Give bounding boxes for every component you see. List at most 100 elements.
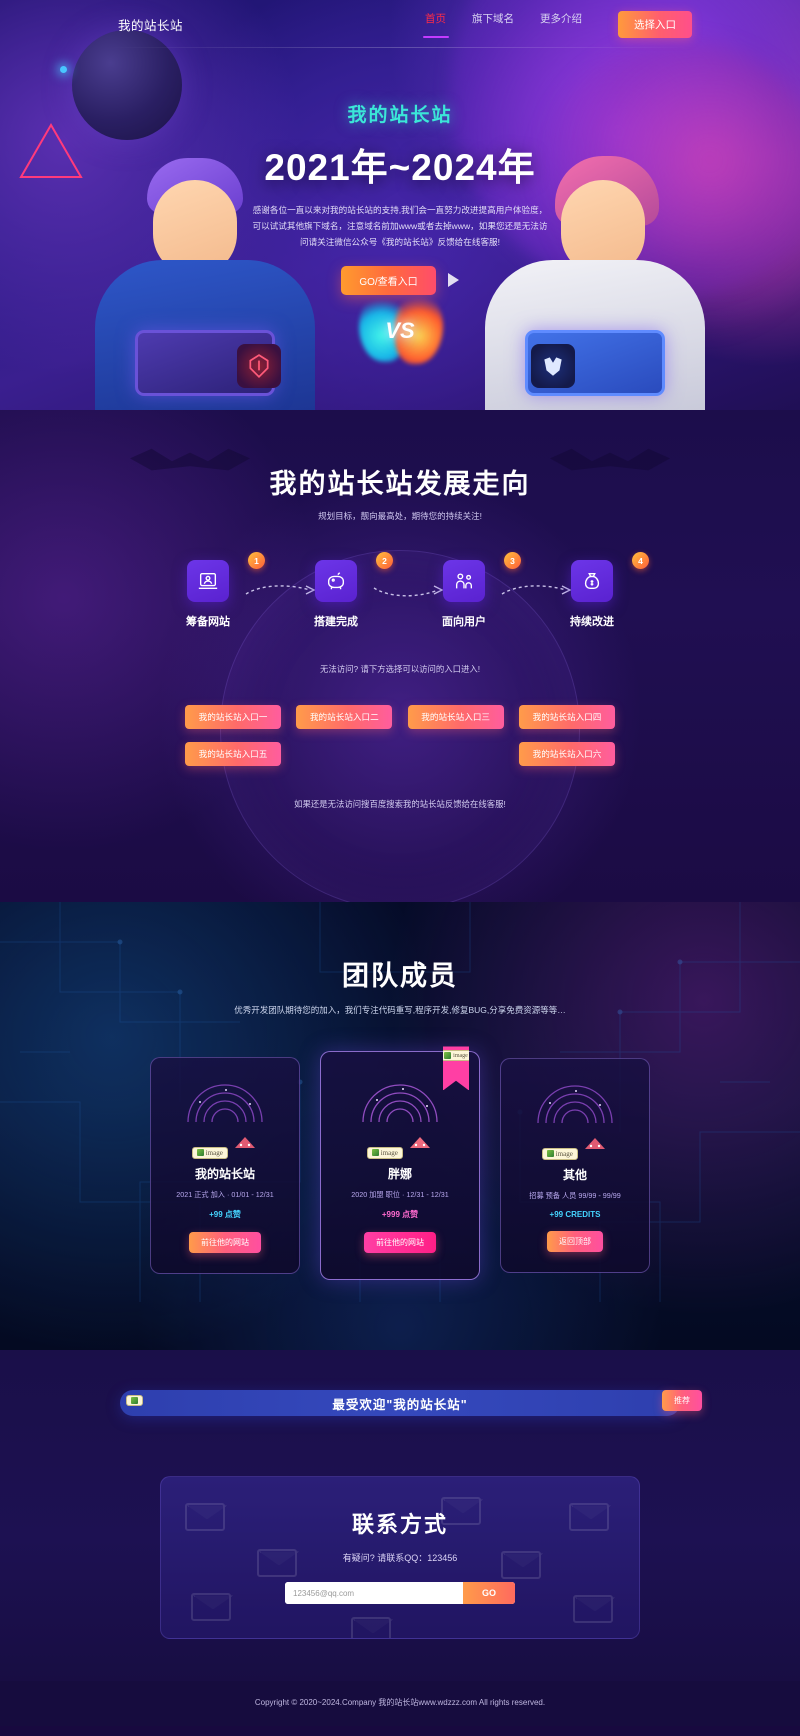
emblem-left-icon (237, 344, 281, 388)
step-label: 筹备网站 (186, 616, 230, 628)
ribbon-label: image (453, 1052, 468, 1059)
team-card-meta: 2021 正式 加入 · 01/01 - 12/31 (176, 1190, 274, 1200)
team-card-credits: +999 点赞 (381, 1210, 419, 1220)
team-card-name: 其他 (562, 1168, 587, 1183)
vs-label: VS (385, 318, 415, 343)
trend-step: 4 持续改进 (544, 552, 649, 629)
contact-box: 联系方式 有疑问? 请联系QQ：123456 GO (160, 1476, 640, 1640)
team-card-credits: +99 点赞 (209, 1210, 241, 1220)
entrance-button-6[interactable]: 我的站长站入口六 (519, 742, 615, 766)
contact-subtitle: 有疑问? 请联系QQ：123456 (342, 1553, 458, 1564)
contact-email-input[interactable] (285, 1582, 463, 1605)
team-card-name: 我的站长站 (194, 1167, 255, 1182)
avatar-icon (410, 1137, 431, 1149)
planet-decoration (72, 30, 182, 140)
team-subtitle: 优秀开发团队期待您的加入，我们专注代码重写,程序开发,修复BUG,分享免费资源等… (234, 1005, 566, 1015)
step-label: 面向用户 (442, 616, 486, 628)
team-card[interactable]: image 其他 招募 预备 人员 99/99 - 99/99 +99 CRED… (500, 1058, 650, 1274)
footer-section: 最受欢迎"我的站长站" 推荐 联系方式 有疑问? 请联系QQ：123456 GO… (0, 1350, 800, 1727)
fan-arcs-decoration (355, 1082, 445, 1124)
contact-submit-button[interactable]: GO (463, 1582, 515, 1605)
image-placeholder-label: image (380, 1148, 398, 1157)
team-card[interactable]: image image 胖娜 2020 加盟 职位 · 12/31 - 12/3… (320, 1046, 480, 1281)
trend-note: 无法访问? 请下方选择可以访问的入口进入! (319, 664, 481, 674)
trend-title: 我的站长站发展走向 (269, 469, 531, 499)
entrance-button-3[interactable]: 我的站长站入口三 (407, 705, 504, 729)
contact-title: 联系方式 (351, 1512, 448, 1538)
bat-right-decoration (550, 448, 670, 471)
money-bag-icon (571, 560, 613, 602)
team-card-meta: 2020 加盟 职位 · 12/31 - 12/31 (351, 1190, 449, 1200)
top-navbar: 我的站长站 首页 旗下域名 更多介绍 选择入口 (0, 0, 800, 48)
avatar-icon (585, 1138, 606, 1150)
step-label: 持续改进 (570, 616, 614, 628)
hero-cta-row: GO/查看入口 (0, 265, 800, 295)
image-placeholder-label: image (205, 1148, 223, 1157)
navbar-divider (110, 47, 690, 48)
entrance-button-2[interactable]: 我的站长站入口二 (296, 705, 393, 729)
trend-footer-note: 如果还是无法访问搜百度搜索我的站长站反馈给在线客服! (294, 799, 506, 809)
featured-ribbon: image (443, 1046, 469, 1091)
users-icon (443, 560, 485, 602)
broken-image-placeholder: image (541, 1147, 578, 1160)
team-card-name: 胖娜 (387, 1167, 412, 1182)
broken-image-placeholder: image (191, 1146, 228, 1159)
hero-go-button[interactable]: GO/查看入口 (341, 265, 436, 295)
character-right-illustration (485, 140, 705, 410)
nav-link-home[interactable]: 首页 (425, 11, 446, 38)
team-card-credits: +99 CREDITS (549, 1210, 601, 1220)
blue-dot-decoration (60, 66, 67, 73)
entrance-buttons: 我的站长站入口一 我的站长站入口二 我的站长站入口三 我的站长站入口四 我的站长… (185, 705, 615, 766)
copyright-text: Copyright © 2020~2024.Company 我的站长站www.w… (0, 1681, 800, 1727)
step-number-badge: 1 (248, 552, 265, 569)
step-arrow-icon (244, 582, 318, 598)
bat-left-decoration (130, 448, 250, 471)
team-cards: image 我的站长站 2021 正式 加入 · 01/01 - 12/31 +… (150, 1046, 650, 1281)
play-icon[interactable] (447, 273, 459, 288)
avatar-icon (235, 1137, 256, 1149)
step-number-badge: 3 (504, 552, 521, 569)
laptop-person-icon (187, 560, 229, 602)
popular-title: 最受欢迎"我的站长站" (332, 1397, 468, 1412)
emblem-right-icon (531, 344, 575, 388)
popular-recommend-button[interactable]: 推荐 (662, 1390, 702, 1412)
step-arrow-icon (500, 582, 574, 598)
trend-step: 3 面向用户 (416, 552, 572, 629)
team-title: 团队成员 (342, 961, 458, 991)
entrance-button-1[interactable]: 我的站长站入口一 (185, 705, 281, 729)
team-card-meta: 招募 预备 人员 99/99 - 99/99 (529, 1191, 621, 1201)
character-left-illustration (95, 140, 315, 410)
step-arrow-icon (372, 582, 446, 598)
popular-bar: 最受欢迎"我的站长站" 推荐 (120, 1390, 702, 1417)
choose-entrance-button[interactable]: 选择入口 (618, 10, 692, 38)
hero-copy: 我的站长站 2021年~2024年 感谢各位一直以来对我的站长站的支持,我们会一… (0, 100, 800, 295)
nav-links: 首页 旗下域名 更多介绍 选择入口 (425, 10, 800, 38)
image-placeholder-label: image (555, 1149, 573, 1158)
broken-image-placeholder: image (366, 1146, 403, 1159)
hero-title: 2021年~2024年 (264, 147, 536, 188)
entrance-button-4[interactable]: 我的站长站入口四 (518, 705, 615, 729)
vs-badge: VS (357, 288, 443, 374)
piggy-bank-icon (315, 560, 357, 602)
team-card-button[interactable]: 前往他的网站 (189, 1232, 261, 1254)
step-number-badge: 4 (632, 552, 649, 569)
fan-arcs-decoration (530, 1083, 620, 1125)
entrance-button-5[interactable]: 我的站长站入口五 (185, 742, 281, 766)
vs-flame-right-icon (395, 294, 443, 364)
trend-step: 1 筹备网站 (160, 552, 316, 629)
site-logo[interactable]: 我的站长站 (118, 18, 184, 33)
trend-subtitle: 规划目标，靓向最高处，期待您的持续关注! (318, 511, 482, 521)
fan-arcs-decoration (180, 1082, 270, 1124)
team-card-button[interactable]: 前往他的网站 (364, 1232, 436, 1254)
team-card[interactable]: image 我的站长站 2021 正式 加入 · 01/01 - 12/31 +… (150, 1057, 300, 1275)
step-label: 搭建完成 (314, 616, 358, 628)
envelope-pattern-decoration (161, 1477, 639, 1639)
ribbon-image-placeholder: image (443, 1050, 469, 1062)
hero-section: 我的站长站 首页 旗下域名 更多介绍 选择入口 (0, 0, 800, 410)
team-card-button[interactable]: 返回顶部 (547, 1231, 603, 1253)
hero-kicker: 我的站长站 (347, 105, 453, 126)
nav-link-domains[interactable]: 旗下域名 (472, 12, 514, 25)
step-number-badge: 2 (376, 552, 393, 569)
nav-link-more-info[interactable]: 更多介绍 (540, 12, 582, 25)
